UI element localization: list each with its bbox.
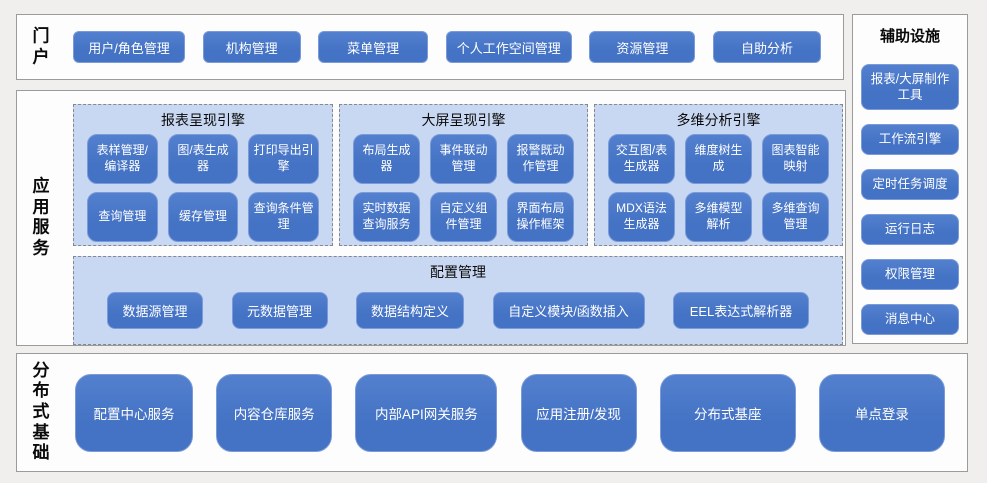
auxiliary-title: 辅助设施 — [879, 28, 940, 45]
node-dimension-tree-generation: 维度树生成 — [685, 134, 752, 184]
panel-title: 多维分析引擎 — [676, 112, 761, 128]
node-ui-layout-framework: 界面布局操作框架 — [507, 192, 574, 242]
node-custom-module-function-insert: 自定义模块/函数插入 — [492, 292, 645, 329]
panel-dashboard-rendering-engine: 大屏呈现引擎 布局生成器 事件联动管理 报警既动作管理 实时数据查询服务 自定义… — [339, 104, 588, 246]
node-scheduled-task-scheduler: 定时任务调度 — [861, 169, 959, 200]
node-run-logs: 运行日志 — [861, 214, 959, 245]
distributed-foundation-label: 分布式基础 — [32, 360, 50, 463]
node-datasource-management: 数据源管理 — [107, 292, 203, 329]
node-self-service-analysis: 自助分析 — [712, 31, 821, 63]
portal-section: 门户 用户/角色管理 机构管理 菜单管理 个人工作空间管理 资源管理 自助分析 — [16, 14, 844, 80]
node-chart-table-generator: 图/表生成器 — [167, 134, 239, 184]
auxiliary-section: 辅助设施 报表/大屏制作工具 工作流引擎 定时任务调度 运行日志 权限管理 消息… — [852, 14, 968, 344]
node-interactive-chart-generator: 交互图/表生成器 — [608, 134, 675, 184]
node-mdx-syntax-generator: MDX语法生成器 — [608, 192, 675, 242]
node-olap-model-parsing: 多维模型解析 — [685, 192, 752, 242]
node-eel-expression-parser: EEL表达式解析器 — [673, 292, 809, 329]
node-report-template-compiler: 表样管理/编译器 — [87, 134, 158, 184]
node-alarm-action-management: 报警既动作管理 — [507, 134, 574, 184]
node-print-export-engine: 打印导出引擎 — [248, 134, 319, 184]
panel-title: 大屏呈现引擎 — [421, 112, 506, 128]
engine-panels: 报表呈现引擎 表样管理/编译器 图/表生成器 打印导出引擎 查询管理 缓存管理 … — [73, 104, 843, 246]
node-cache-management: 缓存管理 — [167, 192, 239, 242]
node-config-center-service: 配置中心服务 — [75, 373, 193, 452]
node-query-condition-management: 查询条件管理 — [248, 192, 319, 242]
panel-config-management: 配置管理 数据源管理 元数据管理 数据结构定义 自定义模块/函数插入 EEL表达… — [73, 256, 843, 345]
node-resource-management: 资源管理 — [589, 31, 696, 63]
panel-report-rendering-engine: 报表呈现引擎 表样管理/编译器 图/表生成器 打印导出引擎 查询管理 缓存管理 … — [73, 104, 333, 246]
node-permission-management: 权限管理 — [861, 259, 959, 290]
node-distributed-base: 分布式基座 — [659, 373, 796, 452]
node-org-management: 机构管理 — [202, 31, 301, 63]
node-user-role-management: 用户/角色管理 — [73, 31, 185, 63]
node-menu-management: 菜单管理 — [318, 31, 429, 63]
node-custom-component-management: 自定义组件管理 — [430, 192, 497, 242]
app-services-section: 应用服务 报表呈现引擎 表样管理/编译器 图/表生成器 打印导出引擎 查询管理 … — [16, 90, 846, 346]
node-personal-workspace-management: 个人工作空间管理 — [445, 31, 572, 63]
node-event-linkage-management: 事件联动管理 — [430, 134, 497, 184]
distributed-foundation-section: 分布式基础 配置中心服务 内容仓库服务 内部API网关服务 应用注册/发现 分布… — [16, 353, 968, 472]
portal-label: 门户 — [32, 26, 50, 66]
panel-title: 报表呈现引擎 — [161, 112, 245, 128]
node-workflow-engine: 工作流引擎 — [861, 124, 959, 155]
node-metadata-management: 元数据管理 — [231, 292, 328, 329]
node-internal-api-gateway-service: 内部API网关服务 — [355, 373, 498, 452]
node-message-center: 消息中心 — [861, 304, 959, 335]
node-app-registration-discovery: 应用注册/发现 — [520, 373, 637, 452]
node-query-management: 查询管理 — [87, 192, 158, 242]
node-olap-query-management: 多维查询管理 — [762, 192, 829, 242]
portal-node-row: 用户/角色管理 机构管理 菜单管理 个人工作空间管理 资源管理 自助分析 — [17, 15, 843, 79]
node-chart-smart-mapping: 图表智能映射 — [762, 134, 829, 184]
node-realtime-data-query-service: 实时数据查询服务 — [353, 192, 420, 242]
node-report-dashboard-authoring-tool: 报表/大屏制作工具 — [861, 64, 959, 110]
panel-title: 配置管理 — [430, 264, 486, 280]
node-content-repository-service: 内容仓库服务 — [216, 373, 333, 452]
node-single-sign-on: 单点登录 — [818, 373, 945, 452]
panel-olap-analysis-engine: 多维分析引擎 交互图/表生成器 维度树生成 图表智能映射 MDX语法生成器 多维… — [594, 104, 843, 246]
node-data-structure-definition: 数据结构定义 — [356, 292, 464, 329]
node-layout-generator: 布局生成器 — [353, 134, 420, 184]
app-services-label: 应用服务 — [32, 176, 50, 258]
